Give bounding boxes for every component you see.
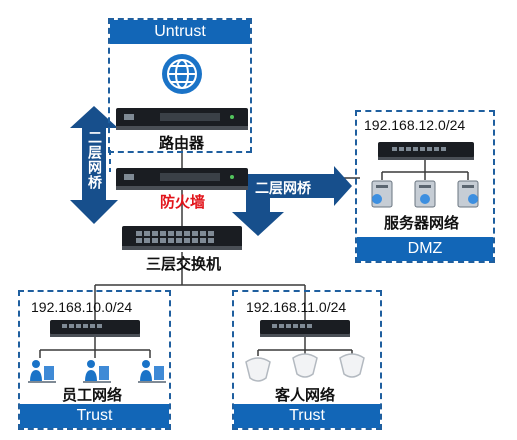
untrust-zone: Untrust — [108, 18, 252, 153]
trust-guest-subnet: 192.168.11.0/24 — [246, 299, 347, 315]
trust-guest-zone-label: Trust — [234, 404, 380, 428]
vertical-bridge-arrow — [70, 106, 118, 224]
dmz-zone: DMZ — [355, 110, 495, 263]
trust-staff-zone-label: Trust — [20, 404, 169, 428]
trust-guest-zone: Trust — [232, 290, 382, 430]
core-switch-label: 三层交换机 — [146, 255, 222, 273]
firewall-label: 防火墙 — [160, 193, 206, 211]
horizontal-bridge-label: 二层网桥 — [255, 181, 311, 197]
dmz-caption: 服务器网络 — [384, 214, 460, 232]
trust-staff-zone: Trust — [18, 290, 171, 430]
trust-staff-subnet: 192.168.10.0/24 — [31, 299, 133, 315]
trust-guest-caption: 客人网络 — [275, 386, 336, 404]
trust-staff-caption: 员工网络 — [62, 386, 123, 404]
dmz-zone-label: DMZ — [357, 237, 493, 261]
vertical-bridge-label: 二层网桥 — [86, 130, 102, 190]
router-label: 路由器 — [159, 134, 205, 152]
horizontal-bridge-arrow — [232, 166, 352, 236]
untrust-zone-label: Untrust — [110, 20, 250, 44]
dmz-subnet: 192.168.12.0/24 — [364, 117, 466, 133]
